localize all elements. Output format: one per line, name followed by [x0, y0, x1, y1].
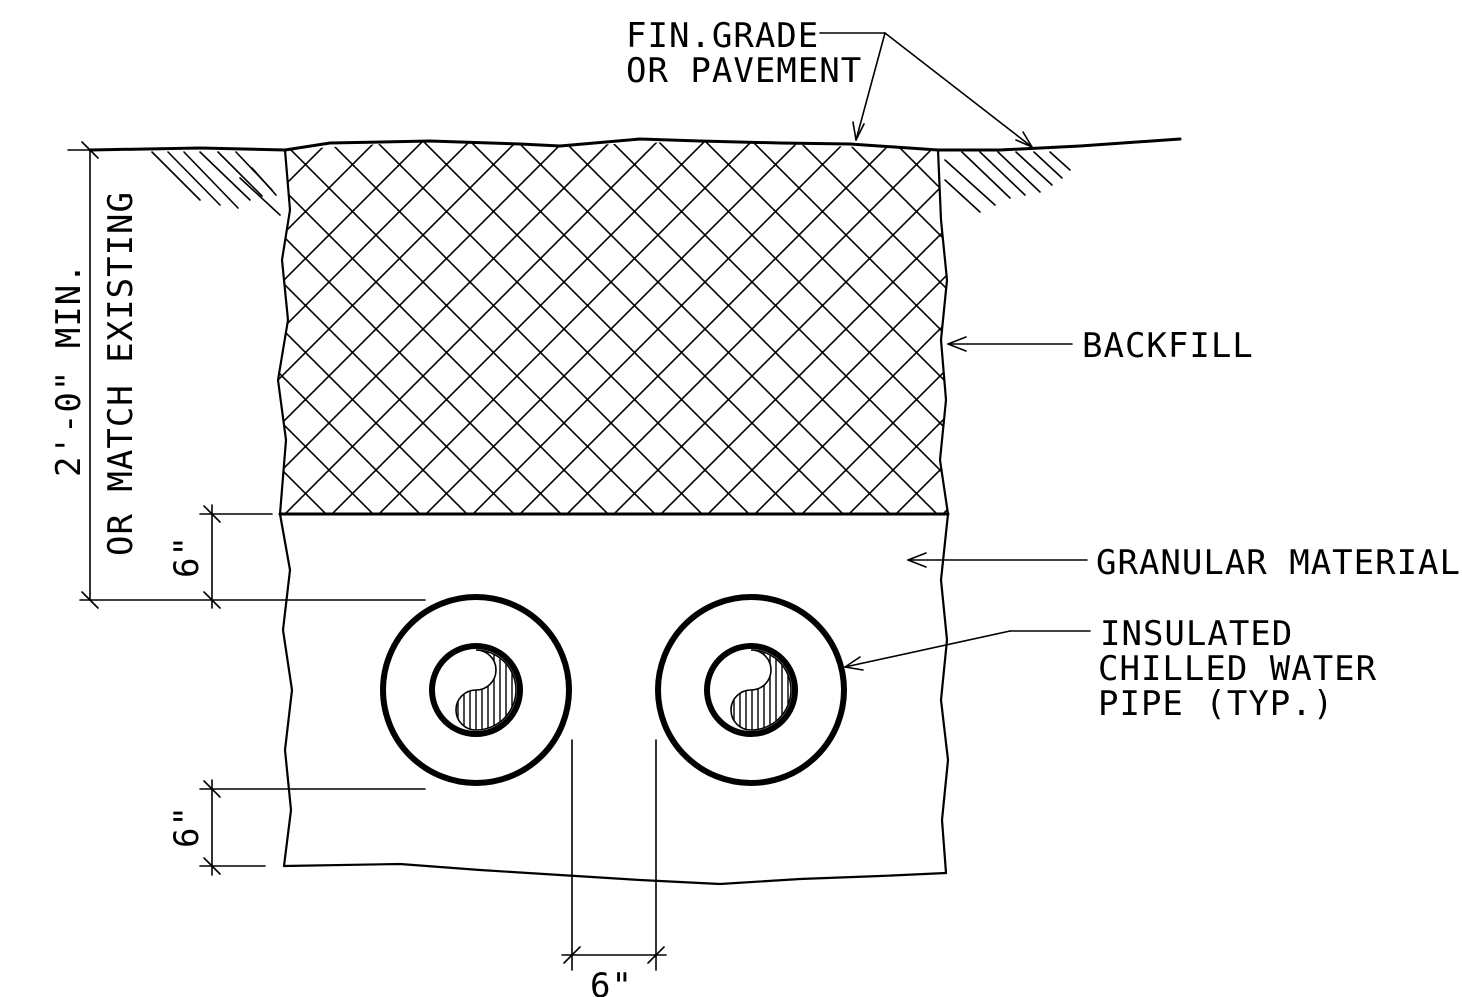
chilled-water-pipe-right	[655, 594, 847, 786]
bedding-dimension	[199, 779, 426, 876]
fin-grade-leader	[819, 32, 1033, 148]
granular-material-leader	[907, 552, 1088, 568]
chilled-water-pipe-left	[380, 594, 572, 786]
granular-material-label: GRANULAR MATERIAL	[1096, 543, 1461, 583]
trench-bottom	[282, 862, 948, 886]
earth-hatching-left	[151, 151, 281, 216]
cover-depth-label-line2: OR MATCH EXISTING	[101, 191, 141, 556]
pipe-label-line1: INSULATED	[1100, 614, 1293, 654]
earth-hatching-right	[944, 151, 1071, 213]
cover-depth-label-line1: 2'-0" MIN.	[49, 262, 89, 477]
backfill-crosshatch	[278, 141, 948, 514]
granular-cover-label: 6"	[167, 535, 207, 578]
fin-grade-label-line2: OR PAVEMENT	[626, 51, 862, 91]
pipe-spacing-label: 6"	[590, 966, 633, 997]
bedding-label: 6"	[167, 805, 207, 848]
granular-cover-dimension	[199, 504, 273, 609]
pipe-label-line3: PIPE (TYP.)	[1098, 684, 1334, 724]
ground-surface-line	[88, 137, 1182, 152]
backfill-label: BACKFILL	[1082, 326, 1254, 366]
fin-grade-label-line1: FIN.GRADE	[626, 16, 819, 56]
pipe-spacing-dimension	[561, 739, 667, 971]
pipe-leader	[844, 630, 1091, 671]
pipe-label-line2: CHILLED WATER	[1098, 649, 1377, 689]
backfill-leader	[947, 336, 1073, 352]
